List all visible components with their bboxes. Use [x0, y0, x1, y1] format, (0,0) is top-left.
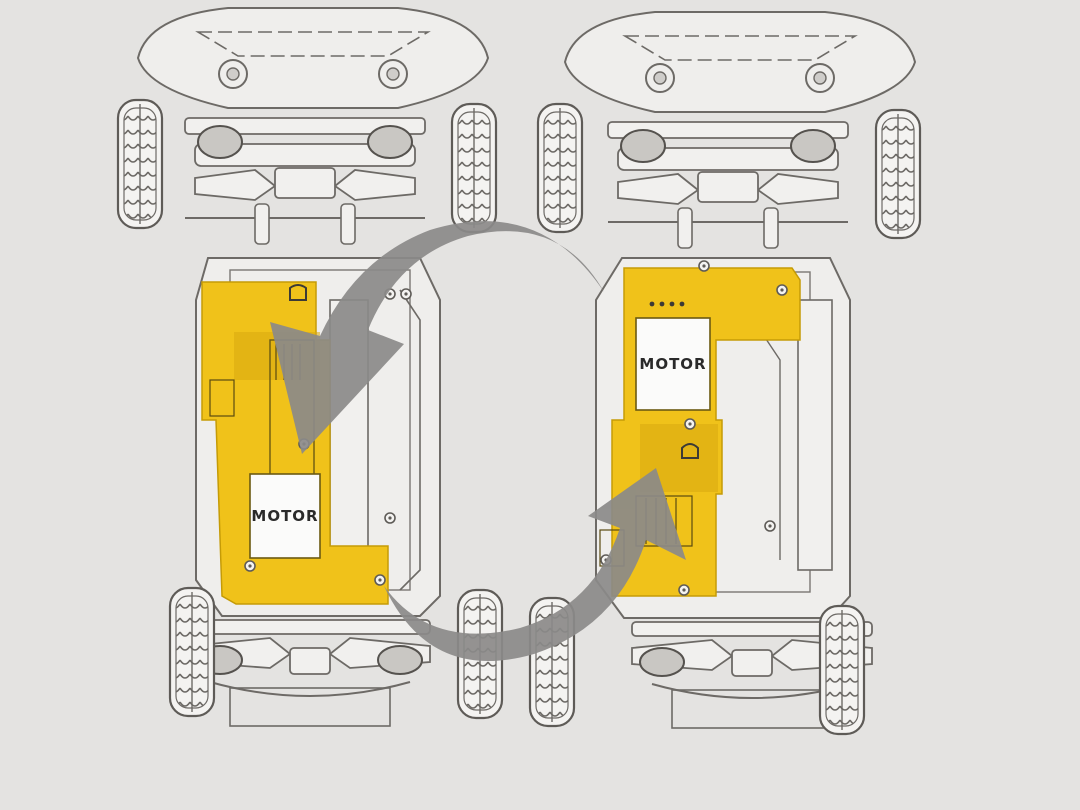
rotate-arrow-upper — [270, 221, 604, 454]
left-front-axle — [184, 117, 426, 245]
right-motor-icon: MOTOR — [635, 317, 711, 411]
left-front-shell — [137, 7, 489, 109]
left-motor-icon: MOTOR — [249, 473, 321, 559]
left-rear-left-wheel-icon — [168, 586, 216, 718]
left-front-left-wheel-icon — [116, 98, 164, 230]
right-front-right-wheel-icon — [874, 108, 922, 240]
left-front-right-wheel-icon — [450, 102, 498, 234]
rotate-arrow-icon — [270, 221, 686, 662]
right-front-left-wheel-icon — [536, 102, 584, 234]
left-motor-label: MOTOR — [251, 507, 318, 525]
left-rear-axle — [189, 619, 431, 727]
right-chassis: MOTOR — [528, 11, 922, 736]
rotate-arrow-lower — [384, 468, 686, 662]
right-front-axle — [607, 121, 849, 249]
right-rear-right-wheel-icon — [818, 604, 866, 736]
right-motor-label: MOTOR — [639, 355, 706, 373]
right-front-shell — [564, 11, 916, 113]
